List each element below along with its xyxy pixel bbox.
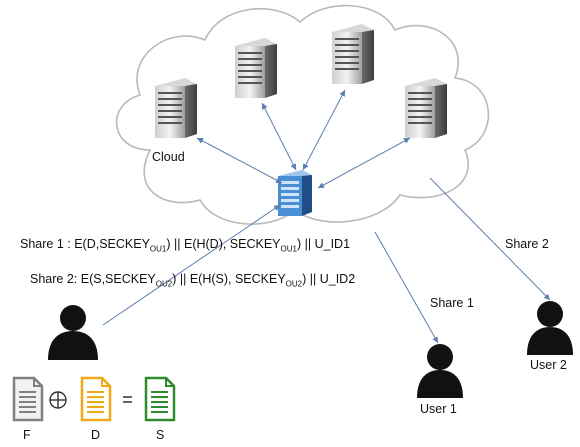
share2-suffix: ) || U_ID2	[302, 272, 356, 286]
link-arrow	[302, 89, 346, 171]
share2-sub1: OU2	[155, 279, 173, 289]
share2-arrow-label: Share 2	[505, 237, 549, 251]
user1-person-icon	[417, 344, 463, 398]
file-s-icon	[144, 376, 176, 422]
share1-sub2: OU1	[280, 244, 297, 254]
server-icon	[405, 78, 447, 138]
user2-person-icon	[527, 301, 573, 355]
xor-symbol	[49, 391, 67, 409]
server-icon	[332, 24, 374, 84]
share1-suffix: ) || U_ID1	[296, 237, 351, 251]
share2-sub2: OU2	[285, 279, 303, 289]
owner-upload-arrow	[102, 204, 281, 326]
share1-sub1: OU1	[149, 244, 167, 254]
share1-formula: Share 1 : E(D,SECKEYOU1) || E(H(D), SECK…	[20, 237, 350, 254]
share2-arrow	[429, 177, 551, 301]
file-d-label: D	[91, 428, 101, 442]
equals-symbol	[123, 396, 132, 403]
file-d-icon	[80, 376, 112, 422]
server-icon	[155, 78, 197, 138]
share1-arrow-label: Share 1	[430, 296, 474, 310]
link-arrow	[196, 137, 283, 184]
central-server-icon	[278, 170, 312, 216]
owner-person-icon	[48, 305, 98, 360]
file-f-label: F	[23, 428, 31, 442]
link-arrow	[261, 102, 297, 171]
share2-mid: ) || E(H(S), SECKEY	[172, 272, 286, 286]
user1-label: User 1	[420, 402, 457, 416]
share2-prefix: Share 2: E(S,SECKEY	[30, 272, 156, 286]
share1-arrow	[374, 231, 439, 344]
user2-label: User 2	[530, 358, 567, 372]
cloud-label: Cloud	[152, 150, 185, 164]
file-f-icon	[12, 376, 44, 422]
share1-prefix: Share 1 : E(D,SECKEY	[20, 237, 150, 251]
share2-formula: Share 2: E(S,SECKEYOU2) || E(H(S), SECKE…	[30, 272, 355, 289]
file-s-label: S	[156, 428, 165, 442]
link-arrow	[317, 137, 411, 189]
share1-mid: ) || E(H(D), SECKEY	[166, 237, 281, 251]
server-icon	[235, 38, 277, 98]
